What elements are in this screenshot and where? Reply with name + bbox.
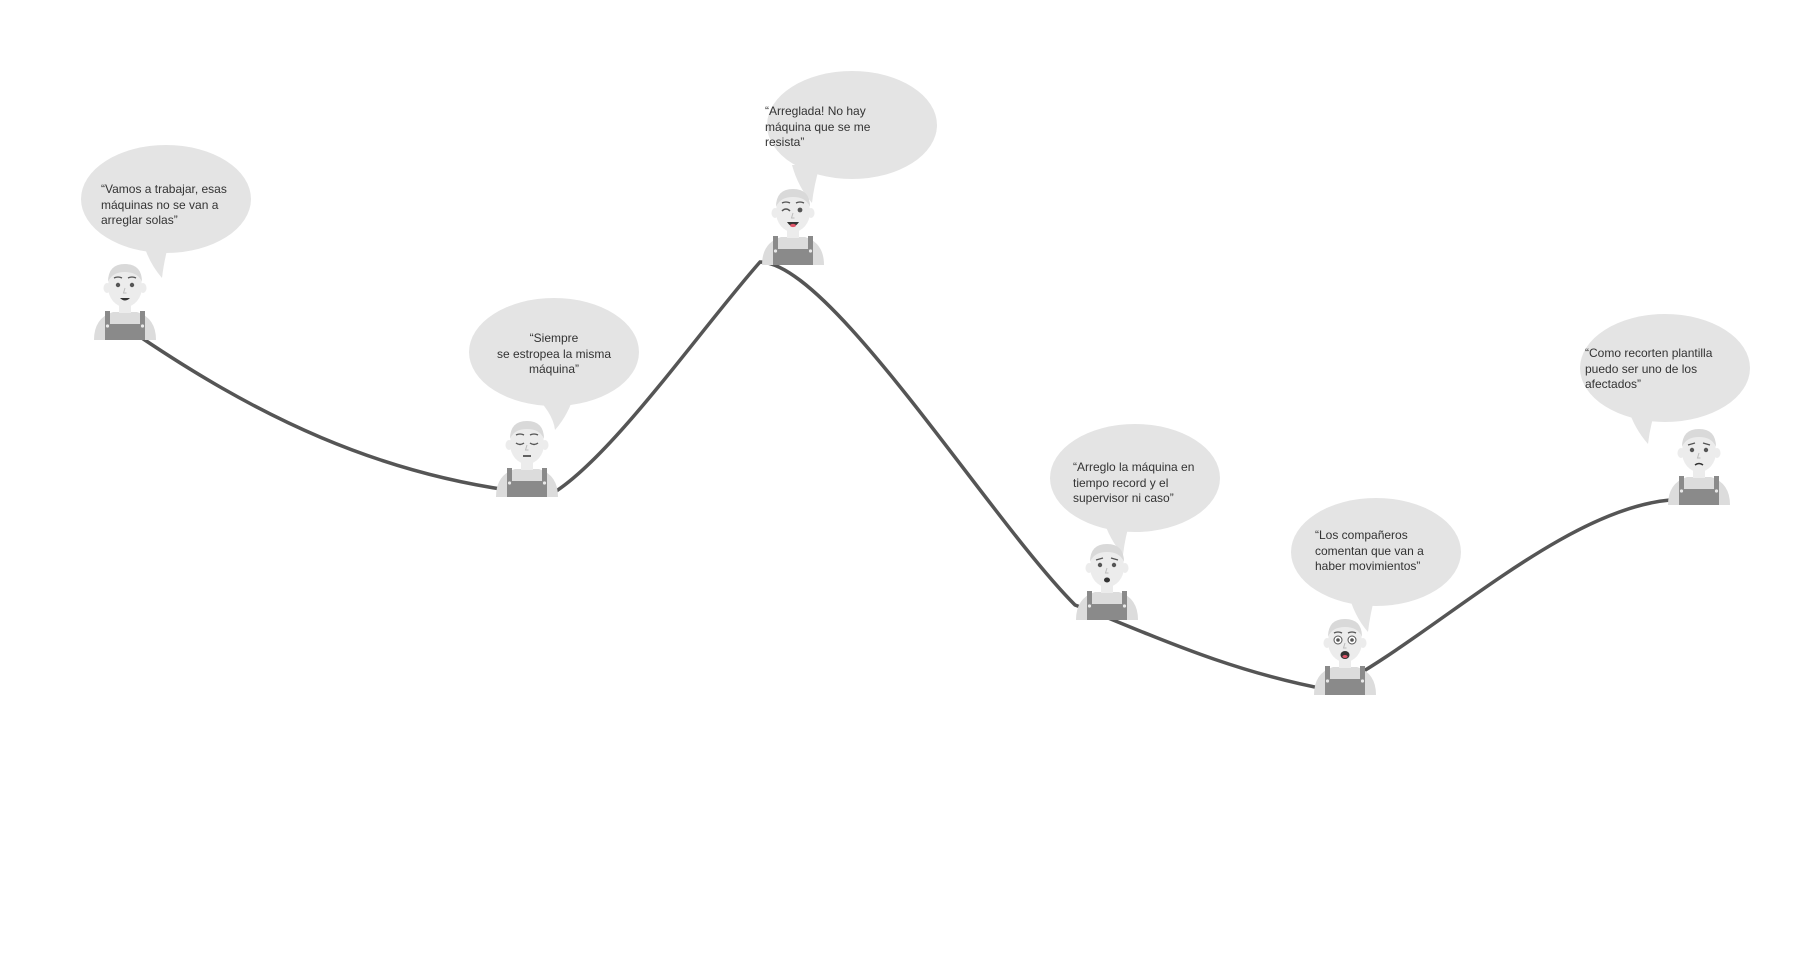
quote-stage-1: “Vamos a trabajar, esas máquinas no se v… xyxy=(101,182,227,227)
worker-avatar xyxy=(496,421,558,497)
worker-avatar xyxy=(94,264,156,340)
speech-bubble xyxy=(469,298,639,430)
worker-avatar xyxy=(762,189,824,265)
quote-stage-3: “Arreglada! No hay máquina que se me res… xyxy=(765,104,871,149)
speech-bubbles xyxy=(81,71,1750,632)
speech-bubble xyxy=(1291,498,1461,632)
worker-avatar xyxy=(1076,544,1138,620)
worker-avatar xyxy=(1668,429,1730,505)
emotion-curve xyxy=(128,260,1672,692)
quote-stage-2: “Siempre se estropea la misma máquina” xyxy=(496,331,612,376)
quote-stage-6: “Como recorten plantilla puedo ser uno d… xyxy=(1585,346,1713,391)
speech-bubble xyxy=(81,145,251,278)
speech-bubble xyxy=(1050,424,1220,555)
worker-figures xyxy=(94,189,1730,695)
quote-stage-5: “Los compañeros comentan que van a haber… xyxy=(1315,528,1424,573)
worker-avatar xyxy=(1314,619,1376,695)
speech-bubble xyxy=(1580,314,1750,444)
quote-stage-4: “Arreglo la máquina en tiempo record y e… xyxy=(1073,460,1195,505)
speech-bubble xyxy=(767,71,937,203)
